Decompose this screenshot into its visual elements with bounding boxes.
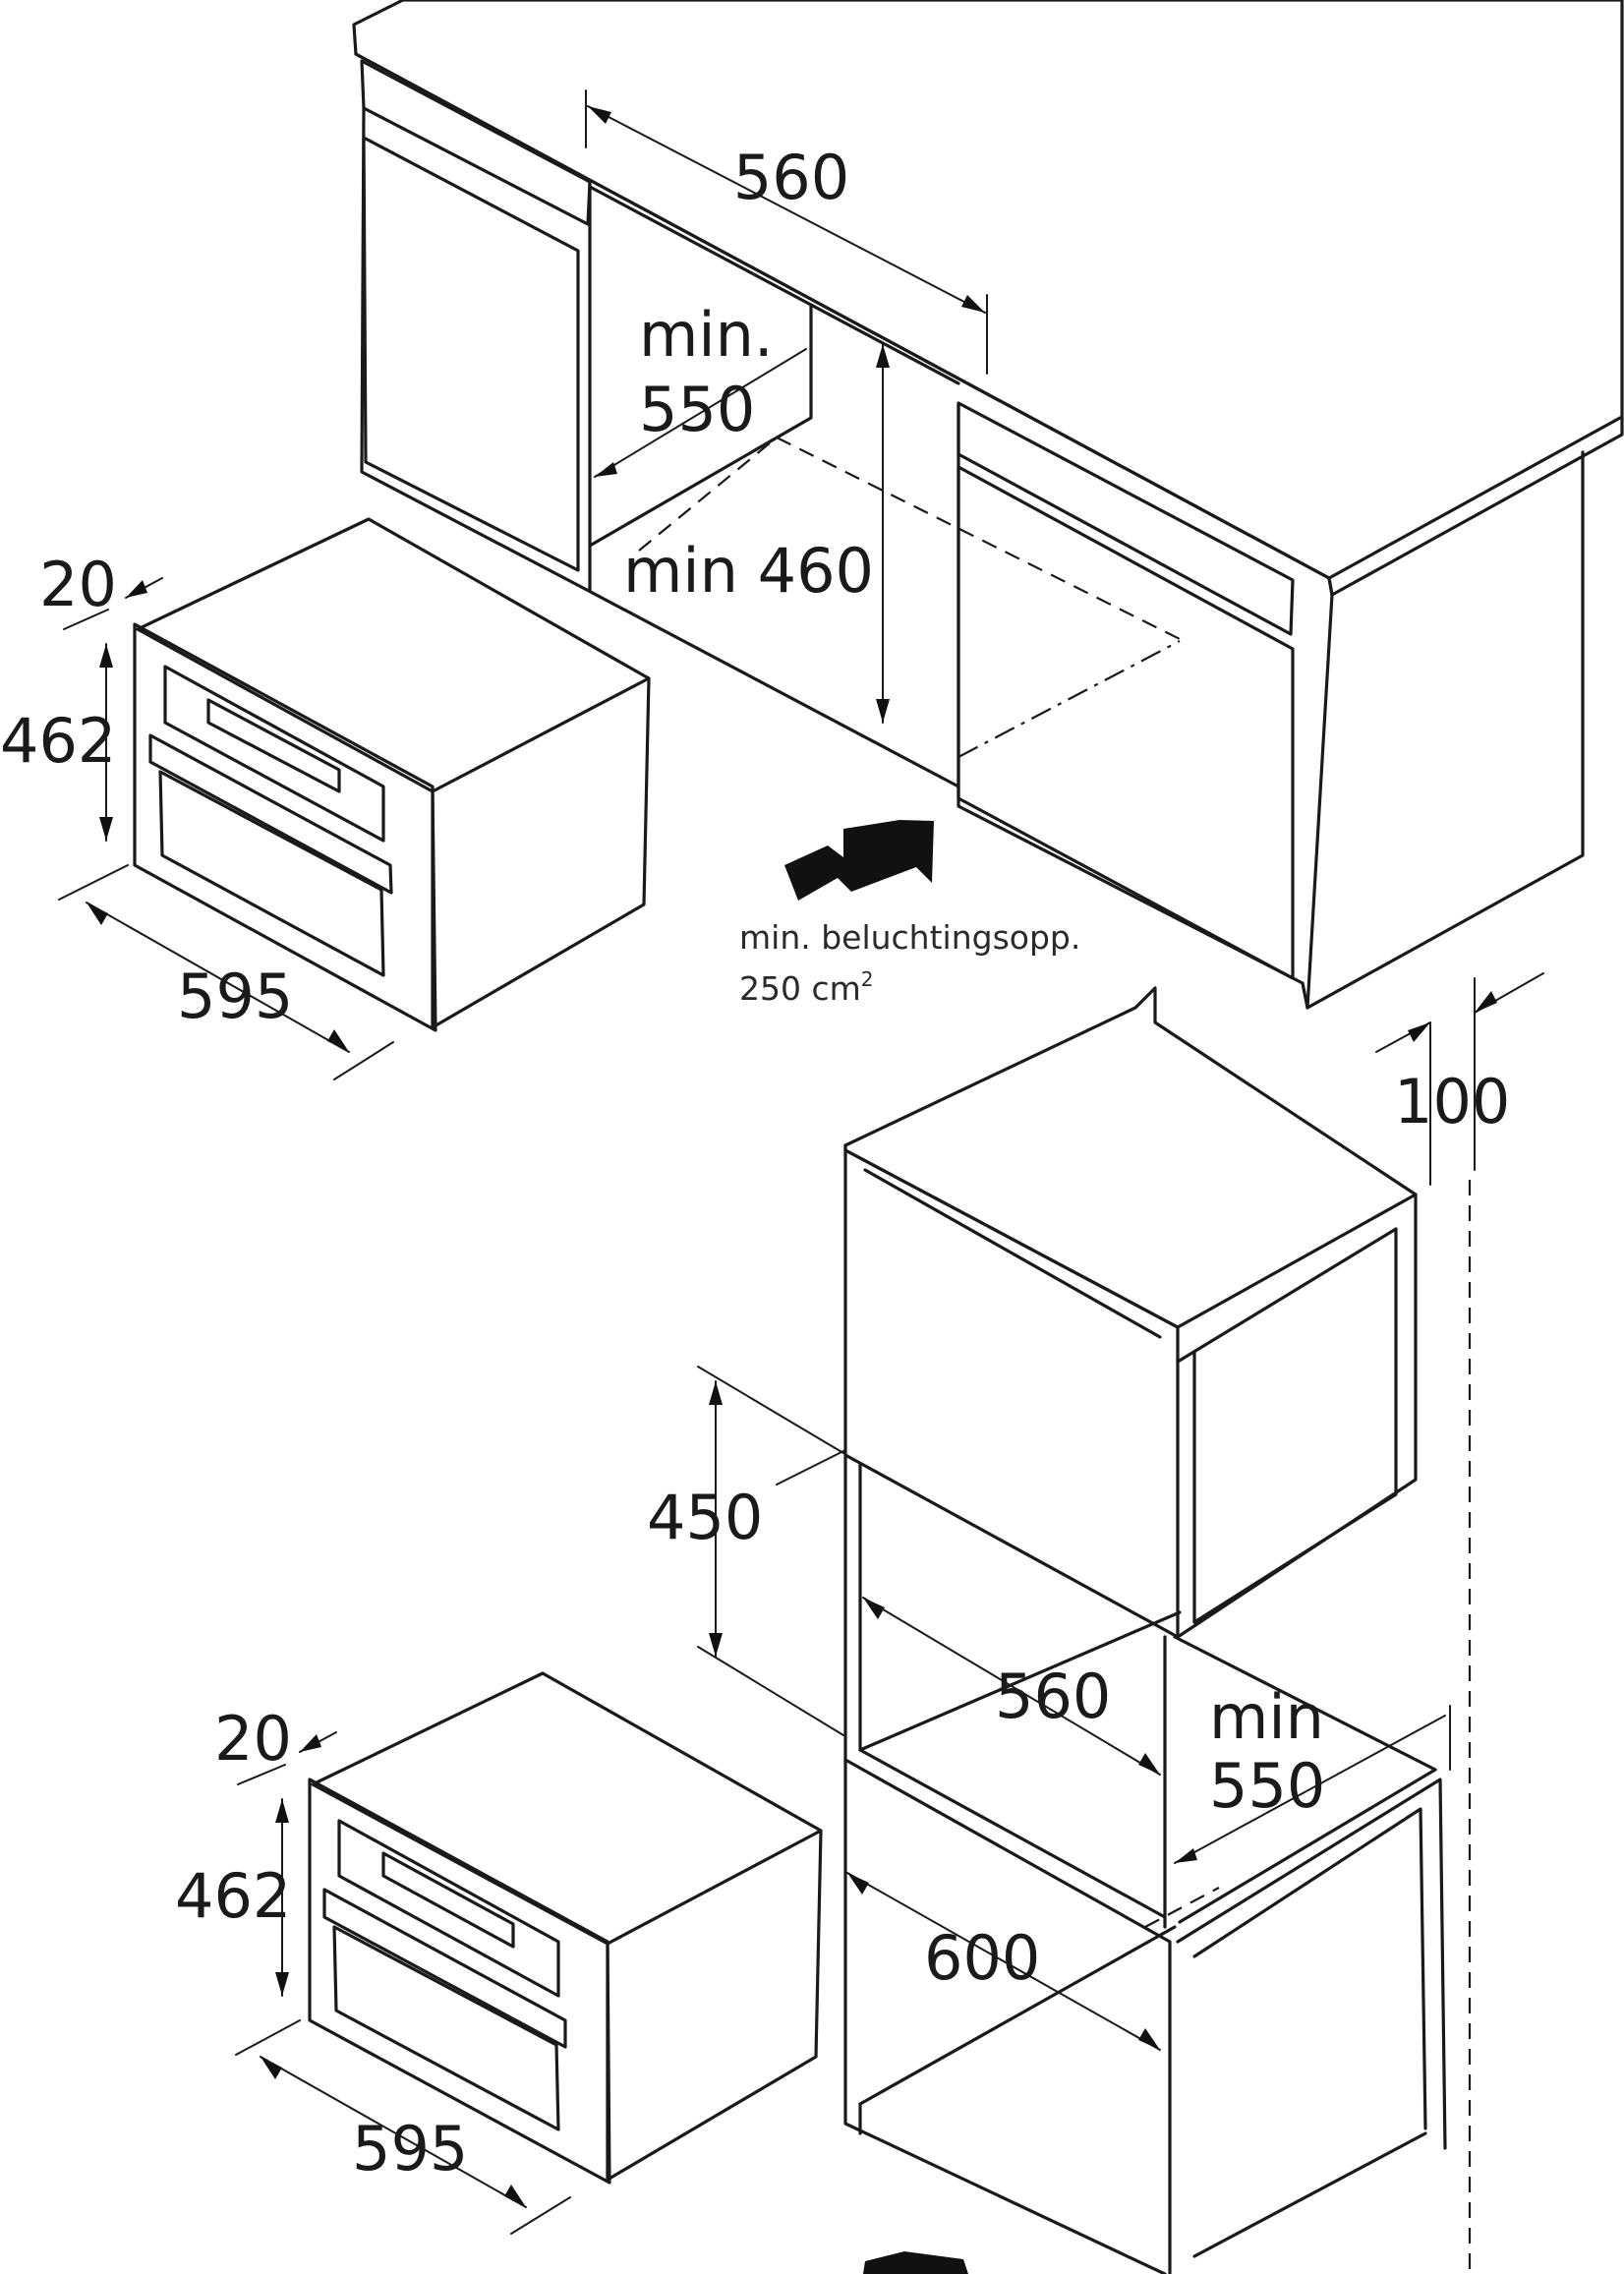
niche-width-label: 560 xyxy=(733,142,849,213)
niche-height-bottom-label: 450 xyxy=(647,1482,763,1553)
appliance-height-bottom-label: 462 xyxy=(175,1860,291,1932)
oven-appliance-top xyxy=(133,517,651,1032)
dimension-niche-height: min 460 xyxy=(623,343,890,724)
niche-depth-line2: 550 xyxy=(639,374,755,445)
niche-depth-bottom-line2: 550 xyxy=(1209,1750,1325,1822)
dimension-niche-depth-bottom: min 550 xyxy=(1174,1681,1451,1864)
dimension-clearance-top: 100 xyxy=(1375,972,1544,1186)
appliance-height-label: 462 xyxy=(0,705,116,777)
niche-height-label: min 460 xyxy=(623,535,874,607)
dimension-appliance-bottom: 20 462 595 xyxy=(175,1703,571,2235)
dimension-niche-width-bottom: 560 xyxy=(862,1597,1161,1776)
airflow-arrow-bottom-icon xyxy=(863,2251,968,2274)
appliance-width-bottom-label: 595 xyxy=(352,2113,468,2185)
front-offset-bottom-label: 20 xyxy=(214,1703,292,1775)
tall-cabinet xyxy=(843,986,1472,2274)
ventilation-label-line1: min. beluchtingsopp. xyxy=(739,918,1080,957)
clearance-top-label: 100 xyxy=(1394,1066,1510,1137)
cabinet-width-label: 600 xyxy=(924,1922,1040,1994)
dimension-niche-width: 560 xyxy=(585,89,988,375)
oven-appliance-bottom xyxy=(308,1671,823,2185)
dimension-niche-height-bottom: 450 xyxy=(647,1366,846,1736)
front-offset-label: 20 xyxy=(39,549,117,620)
niche-depth-line1: min. xyxy=(639,299,774,371)
dimension-niche-depth: min. 550 xyxy=(594,299,807,478)
dimension-cabinet-width: 600 xyxy=(846,1872,1161,2051)
ventilation-label-line2: 250 cm2 xyxy=(739,967,874,1008)
niche-depth-bottom-line1: min xyxy=(1209,1681,1324,1753)
airflow-arrow-icon xyxy=(784,820,934,901)
appliance-width-label: 595 xyxy=(177,961,293,1032)
niche-width-bottom-label: 560 xyxy=(995,1661,1111,1732)
dimension-appliance-top: 20 462 595 xyxy=(0,549,394,1080)
